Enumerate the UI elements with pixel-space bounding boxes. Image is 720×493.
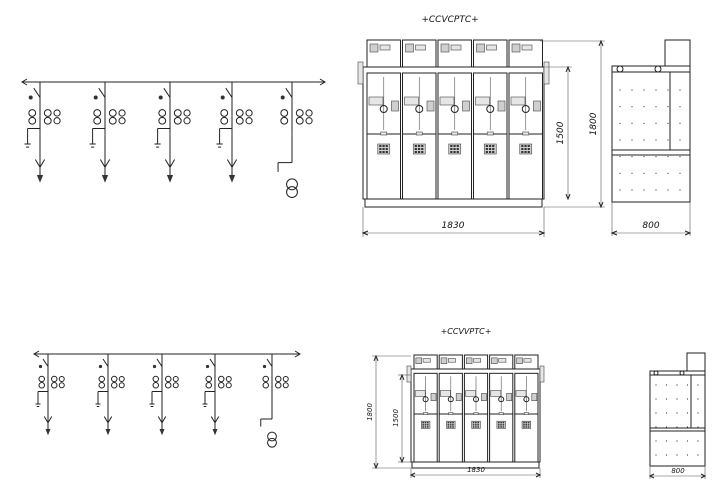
feeder-1 xyxy=(24,82,61,183)
panel-bay-5 xyxy=(514,372,539,463)
top-side-cabinet xyxy=(611,65,691,203)
bottom-control-compartments xyxy=(413,354,539,370)
bottom-side-cabinet xyxy=(649,370,706,467)
bottom-panel-bays xyxy=(413,372,539,463)
bottom-panel-title: +CCVVPTC+ xyxy=(441,327,492,336)
top-width-label: 1830 xyxy=(442,221,465,231)
panel-bay-2 xyxy=(438,372,463,463)
control-box-2 xyxy=(402,39,437,68)
top-side-view: 800 xyxy=(610,39,692,236)
bottom-plinth xyxy=(411,461,540,469)
control-box-5 xyxy=(514,354,539,370)
panel-bay-1 xyxy=(366,72,401,200)
bottom-inner-height-label: 1500 xyxy=(392,409,400,427)
feeder-2 xyxy=(89,82,126,183)
top-control-compartments xyxy=(366,39,543,68)
top-single-line-diagram xyxy=(21,78,326,198)
feeder-3 xyxy=(154,82,191,183)
control-box-1 xyxy=(413,354,438,370)
panel-bay-3 xyxy=(437,72,472,200)
bottom-side-top-box xyxy=(686,352,706,372)
bottom-width-label: 1830 xyxy=(467,466,485,474)
control-box-5 xyxy=(508,39,543,68)
top-plinth xyxy=(364,198,543,208)
bottom-single-line-diagram xyxy=(33,350,301,448)
feeder-2 xyxy=(95,354,125,436)
top-busbar-right-arrow xyxy=(319,78,326,86)
control-box-4 xyxy=(489,354,514,370)
control-box-4 xyxy=(473,39,508,68)
control-box-3 xyxy=(463,354,489,370)
panel-bay-4 xyxy=(489,372,514,463)
feeder-4 xyxy=(202,354,232,436)
panel-bay-4 xyxy=(473,72,508,200)
control-box-1 xyxy=(366,39,401,68)
bottom-busbar-right-arrow xyxy=(294,350,301,358)
bottom-busbar-left-arrow xyxy=(33,350,40,358)
panel-bay-3 xyxy=(463,372,489,463)
feeder-5 xyxy=(277,82,313,198)
bottom-side-view: 800 xyxy=(648,352,707,479)
top-front-view: 1830 1500 1800 xyxy=(357,39,605,237)
feeder-1 xyxy=(35,354,65,436)
feeder-4 xyxy=(216,82,253,183)
panel-bay-5 xyxy=(508,72,543,200)
top-panel-bays xyxy=(366,72,543,200)
control-box-2 xyxy=(438,354,463,370)
feeder-5 xyxy=(260,354,289,448)
top-side-top-box xyxy=(664,39,691,67)
bottom-outer-height-label: 1800 xyxy=(366,403,374,421)
bottom-feeders xyxy=(35,354,289,448)
top-busbar-left-arrow xyxy=(21,78,28,86)
feeder-3 xyxy=(149,354,179,436)
top-side-width-label: 800 xyxy=(642,221,659,231)
top-feeders xyxy=(24,82,313,198)
control-box-3 xyxy=(437,39,472,68)
top-right-bracket xyxy=(543,61,550,85)
top-outer-height-label: 1800 xyxy=(589,112,599,135)
top-inner-height-label: 1500 xyxy=(556,121,566,144)
panel-bay-1 xyxy=(413,372,438,463)
top-left-bracket xyxy=(357,61,364,85)
bottom-front-cabinet xyxy=(410,368,541,463)
bottom-side-width-label: 800 xyxy=(671,467,685,475)
panel-bay-2 xyxy=(402,72,437,200)
bottom-front-view: 1830 1800 1500 xyxy=(366,354,545,478)
top-panel-title: +CCVCPTC+ xyxy=(421,15,478,25)
